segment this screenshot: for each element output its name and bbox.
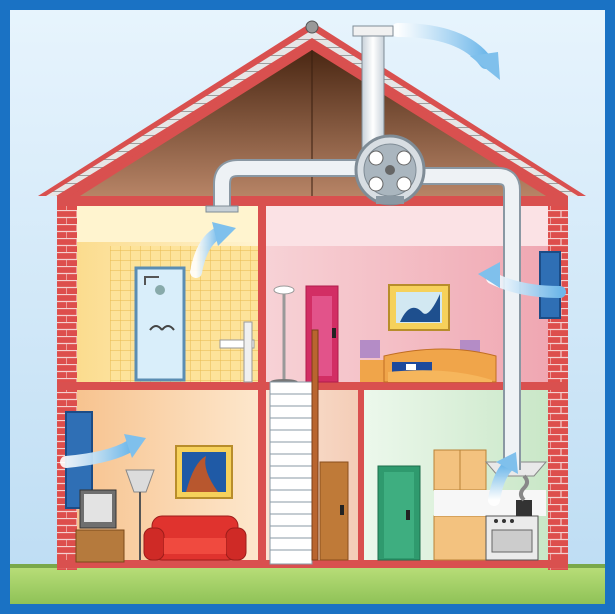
bedroom-window — [540, 252, 560, 318]
armchair-sofa — [144, 516, 246, 560]
lamp-left — [360, 340, 380, 358]
shower-cabin — [136, 268, 184, 380]
sink — [244, 322, 252, 382]
kitchen-base-cabinet — [434, 516, 486, 560]
handrail — [312, 330, 318, 560]
living-room — [66, 390, 258, 562]
heat-recovery-unit — [356, 136, 424, 204]
ground-grass — [10, 566, 605, 604]
bathroom-extract-vent — [206, 206, 238, 212]
hallway — [320, 462, 348, 560]
shower-head-icon — [155, 285, 165, 295]
floor-lamp — [274, 286, 294, 294]
